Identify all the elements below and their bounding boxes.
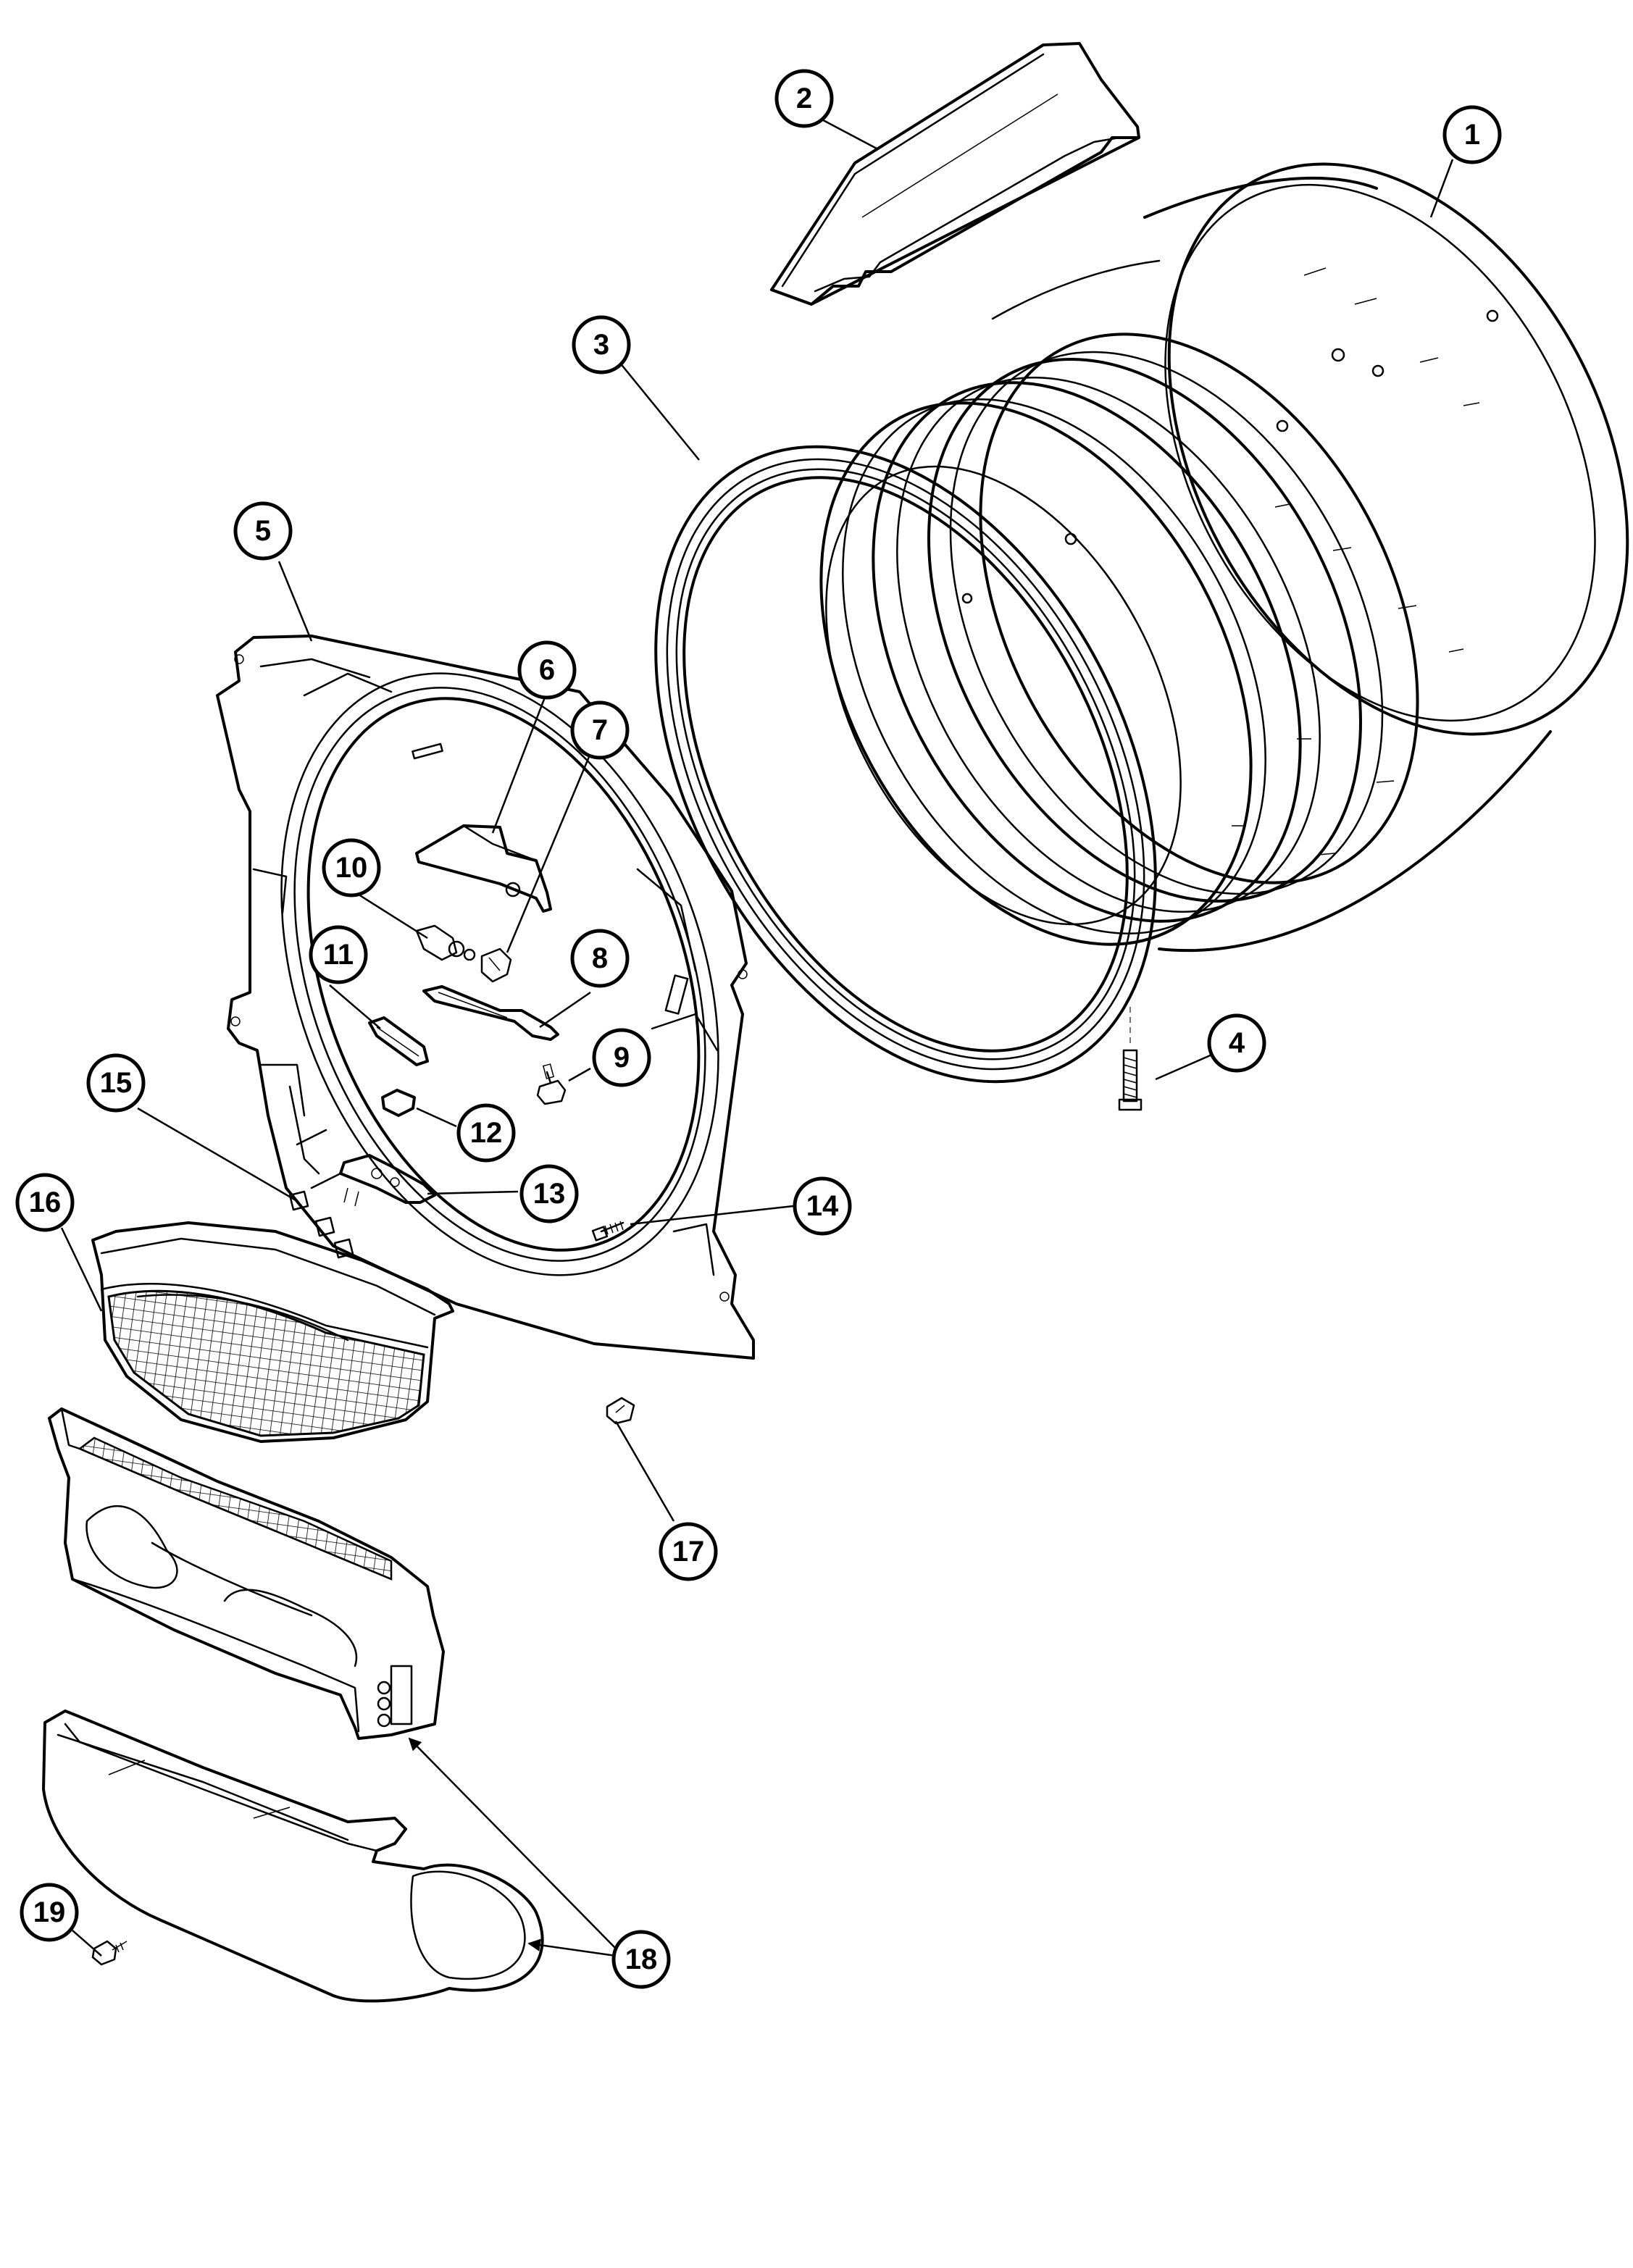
callout-15: 15 [86, 1053, 146, 1113]
callout-10: 10 [322, 838, 381, 897]
screw-14 [591, 1221, 625, 1242]
drum-bolt [1118, 1007, 1143, 1111]
drum [819, 162, 1629, 953]
lint-screen [91, 1221, 454, 1443]
lint-duct-lower [42, 1710, 544, 2003]
screw-9 [536, 1063, 567, 1105]
lamp-socket [480, 947, 512, 983]
svg-text:18: 18 [625, 1943, 658, 1975]
callout-17: 17 [659, 1522, 718, 1581]
svg-text:7: 7 [592, 714, 608, 746]
callout-19: 19 [20, 1883, 79, 1942]
svg-text:5: 5 [255, 515, 271, 547]
svg-text:10: 10 [335, 852, 368, 884]
callout-2: 2 [774, 69, 834, 128]
svg-text:11: 11 [323, 939, 354, 971]
lamp-bracket [422, 985, 559, 1041]
svg-text:4: 4 [1229, 1027, 1245, 1059]
front-bulkhead [216, 635, 755, 1360]
callout-13: 13 [519, 1164, 579, 1223]
svg-text:17: 17 [672, 1536, 705, 1568]
svg-text:3: 3 [593, 329, 609, 361]
screw-19 [91, 1940, 128, 1966]
svg-text:13: 13 [533, 1178, 566, 1210]
light-housing [415, 824, 552, 913]
leader-lines [60, 114, 1454, 1957]
callout-3: 3 [572, 315, 631, 374]
door-strike [339, 1154, 436, 1207]
svg-text:9: 9 [614, 1042, 630, 1074]
callout-4: 4 [1207, 1013, 1266, 1073]
svg-text:14: 14 [806, 1190, 839, 1222]
callout-5: 5 [233, 501, 293, 561]
front-seal [654, 445, 1157, 1084]
svg-text:19: 19 [33, 1896, 66, 1928]
callout-6: 6 [517, 640, 577, 700]
callout-16: 16 [15, 1173, 75, 1232]
callout-12: 12 [456, 1103, 516, 1163]
callout-7: 7 [570, 700, 630, 760]
callout-1: 1 [1442, 105, 1502, 164]
lamp-bulb [415, 924, 476, 961]
callout-18: 18 [611, 1930, 671, 1989]
callout-14: 14 [793, 1176, 852, 1236]
svg-text:2: 2 [796, 83, 812, 114]
screw-17 [606, 1397, 635, 1425]
callout-9: 9 [592, 1028, 651, 1087]
callout-11: 11 [309, 925, 368, 984]
drum-baffle [770, 42, 1140, 306]
svg-text:6: 6 [539, 654, 555, 686]
svg-text:12: 12 [470, 1117, 503, 1149]
svg-text:16: 16 [29, 1187, 62, 1218]
door-switch-clip [368, 1016, 429, 1066]
svg-text:1: 1 [1464, 119, 1480, 151]
svg-text:8: 8 [592, 942, 608, 974]
callout-8: 8 [570, 929, 630, 988]
door-switch [381, 1089, 416, 1117]
svg-text:15: 15 [100, 1067, 133, 1099]
lint-duct-upper [48, 1407, 445, 1740]
